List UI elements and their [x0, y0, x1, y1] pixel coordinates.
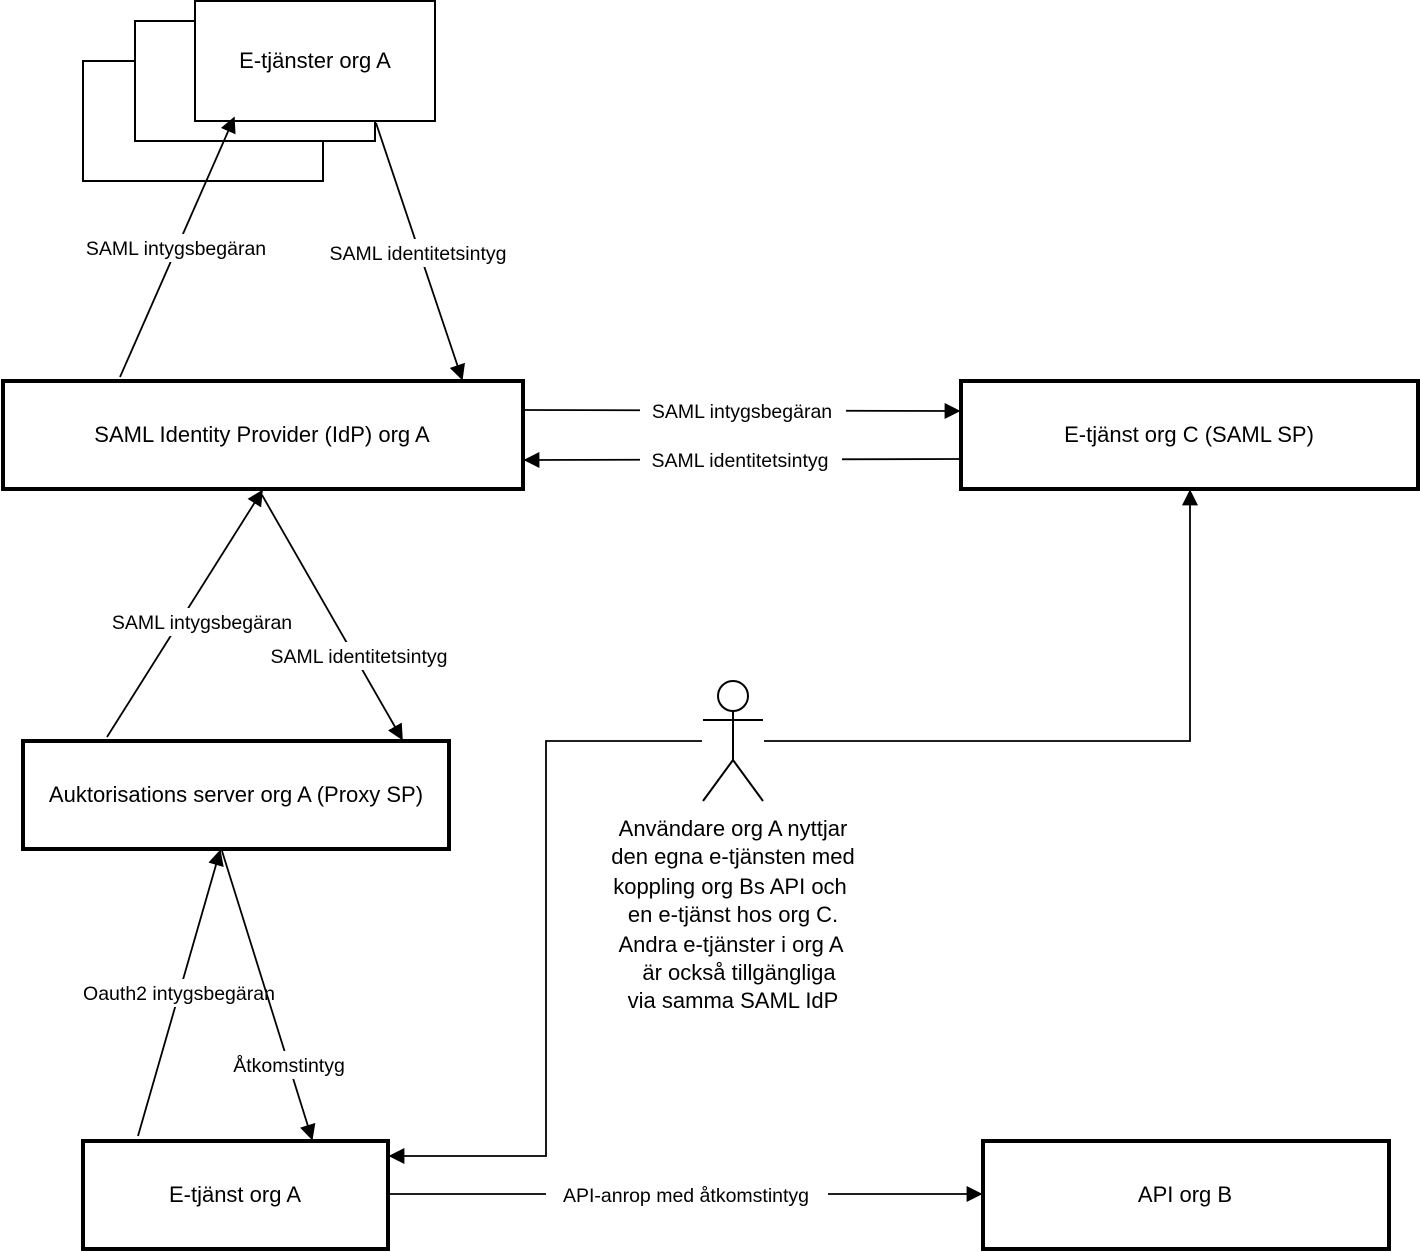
edge-label-auth-to-etjanst: Åtkomstintyg	[233, 1054, 345, 1077]
etjanst-org-c-label: E-tjänst org C (SAML SP)	[1064, 422, 1314, 447]
actor-description-line: via samma SAML IdP	[628, 988, 839, 1013]
actor-description-line: Andra e-tjänster i org A	[618, 932, 843, 957]
actor-description-line: en e-tjänst hos org C.	[628, 902, 838, 927]
api-org-b-label: API org B	[1138, 1182, 1232, 1207]
saml-idp-node: SAML Identity Provider (IdP) org A	[1, 379, 525, 491]
edge-label-bg	[222, 1051, 356, 1079]
etjanst-org-c-box	[959, 379, 1420, 491]
api-org-b-box	[981, 1139, 1391, 1251]
actor-description: Användare org A nyttjar den egna e-tjäns…	[611, 816, 854, 1013]
edge-label-idp-to-services: SAML intygsbegäran	[86, 238, 266, 260]
saml-idp-box	[1, 379, 525, 491]
edge-label-etjanst-to-auth: Oauth2 intygsbegäran	[83, 983, 275, 1005]
etjanst-org-a-box	[81, 1139, 390, 1251]
actor-description-line: den egna e-tjänsten med	[611, 844, 854, 869]
edge-label-bg	[72, 234, 280, 262]
auth-server-label: Auktorisations server org A (Proxy SP)	[49, 782, 423, 807]
edge-label-services-to-idp: SAML identitetsintyg	[329, 243, 506, 265]
edge-label-bg	[98, 608, 306, 636]
edge-label-bg	[318, 239, 518, 267]
api-org-b-node: API org B	[981, 1139, 1391, 1251]
edge-actor-to-etjanst-org-a	[388, 740, 702, 1164]
edge-label-bg	[640, 447, 842, 473]
edge-label-bg	[546, 1182, 828, 1208]
etjanst-org-c-node: E-tjänst org C (SAML SP)	[959, 379, 1420, 491]
edge-label-bg	[640, 398, 846, 424]
stack-front-box	[194, 0, 436, 122]
actor-description-line: Användare org A nyttjar	[619, 816, 848, 841]
edge-auth-to-etjanst	[221, 850, 316, 1141]
edge-label-idp-to-c: SAML intygsbegäran	[652, 401, 832, 423]
edge-label-bg	[66, 979, 292, 1007]
edge-label-idp-to-auth: SAML identitetsintyg	[270, 646, 447, 668]
actor-description-line: koppling org Bs API och	[613, 874, 847, 899]
etjanster-org-a-stack: E-tjänster org A	[82, 0, 436, 182]
edge-idp-to-auth	[261, 494, 403, 741]
auth-server-box	[21, 739, 451, 851]
actor-description-line: är också tillgängliga	[642, 960, 836, 985]
etjanst-org-a-label: E-tjänst org A	[169, 1182, 301, 1207]
saml-idp-label: SAML Identity Provider (IdP) org A	[94, 422, 430, 447]
etjanst-org-a-node: E-tjänst org A	[81, 1139, 390, 1251]
edge-label-c-to-idp: SAML identitetsintyg	[651, 450, 828, 472]
edge-actor-to-etjanst-org-c	[764, 489, 1198, 742]
edge-label-auth-to-idp: SAML intygsbegäran	[112, 612, 292, 634]
edge-label-etjanst-to-api: API-anrop med åtkomstintyg	[563, 1185, 809, 1207]
etjanster-org-a-label: E-tjänster org A	[239, 48, 391, 73]
edge-label-bg	[258, 642, 460, 670]
user-actor-icon	[702, 680, 764, 802]
auth-server-node: Auktorisations server org A (Proxy SP)	[21, 739, 451, 851]
